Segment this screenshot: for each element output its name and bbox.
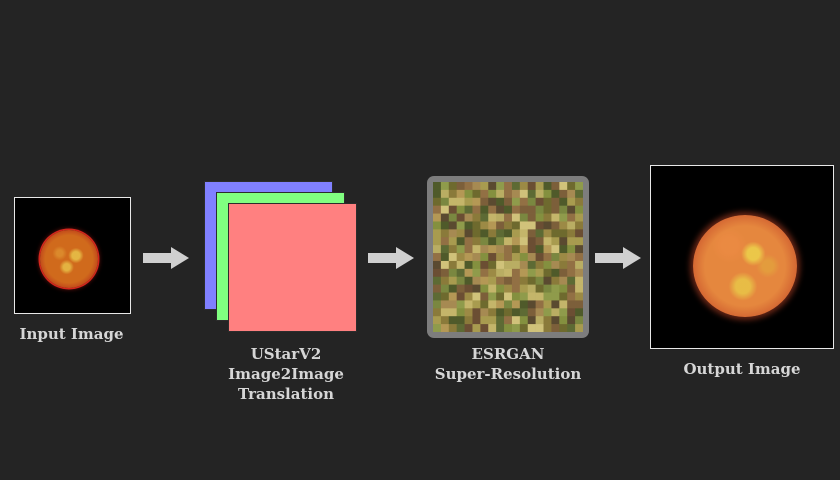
right-arrow-icon: [595, 247, 641, 269]
output-image: [650, 165, 834, 349]
esrgan-label-line-1: ESRGAN: [471, 345, 545, 363]
translation-label-line-3: Translation: [238, 385, 334, 403]
input-image: [14, 197, 131, 314]
translation-layer-red: [228, 203, 357, 332]
translation-label-line-2: Image2Image: [228, 365, 344, 383]
translation-stage-label: UStarV2 Image2Image Translation: [206, 344, 366, 404]
esrgan-label-line-2: Super-Resolution: [434, 365, 582, 383]
esrgan-block: [427, 176, 589, 338]
translation-label-line-1: UStarV2: [250, 345, 322, 363]
right-arrow-icon: [143, 247, 189, 269]
esrgan-stage-label: ESRGAN Super-Resolution: [418, 344, 598, 384]
esrgan-mosaic-image: [433, 182, 583, 332]
output-sun-image: [693, 215, 797, 317]
output-image-label: Output Image: [683, 360, 801, 378]
right-arrow-icon: [368, 247, 414, 269]
input-image-label: Input Image: [19, 325, 124, 343]
input-sun-image: [40, 230, 98, 288]
